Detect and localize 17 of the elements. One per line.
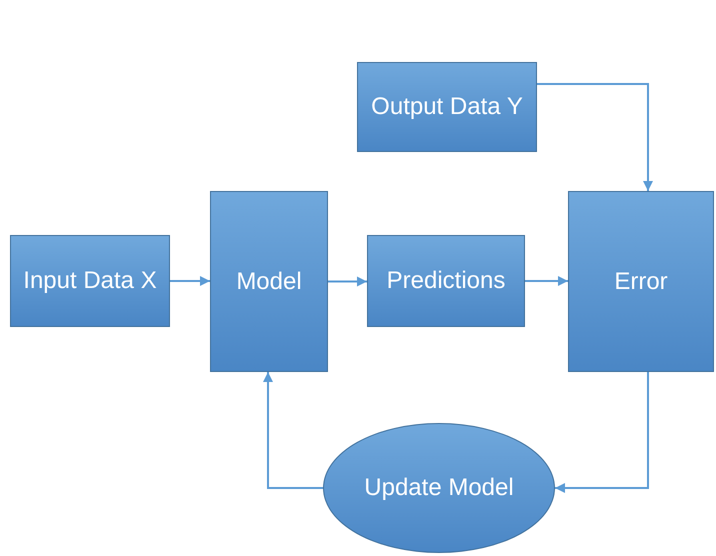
node-label: Predictions <box>386 266 506 296</box>
process-box <box>568 191 714 372</box>
node-label: Output Data Y <box>371 92 523 122</box>
arrow <box>537 83 653 191</box>
arrow <box>328 276 367 286</box>
node-label: Input Data X <box>23 266 157 296</box>
arrow <box>263 372 323 489</box>
process-box <box>367 235 525 327</box>
arrow <box>555 372 649 493</box>
arrow <box>170 276 210 286</box>
node-label: Error <box>614 266 668 296</box>
arrow <box>525 276 568 286</box>
node-label: Model <box>236 266 302 296</box>
process-box <box>357 62 537 152</box>
process-box <box>10 235 170 327</box>
node-label: Update Model <box>364 473 514 503</box>
process-box <box>210 191 328 372</box>
